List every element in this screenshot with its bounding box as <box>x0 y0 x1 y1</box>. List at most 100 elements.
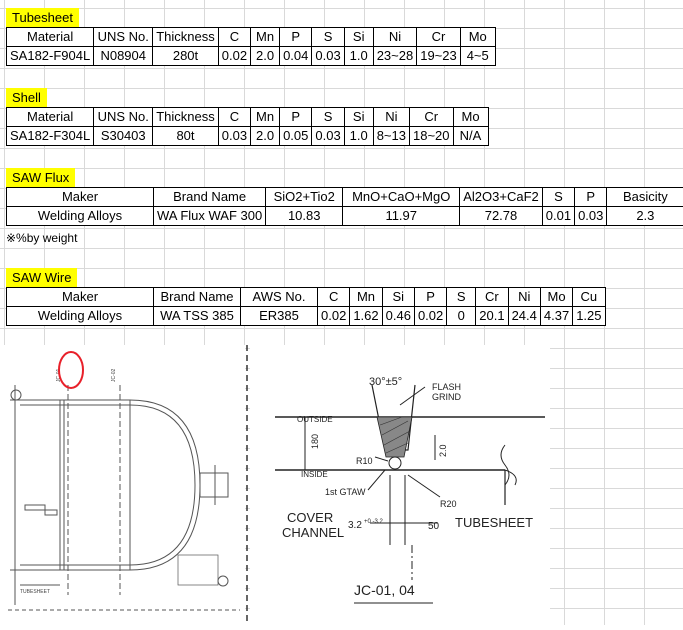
table-cell: 0.02 <box>218 47 250 66</box>
table-cell: 18~20 <box>410 127 454 146</box>
dim-50: 50 <box>428 521 440 532</box>
column-header: S <box>312 108 344 127</box>
first-pass-label: 1st GTAW <box>325 487 366 497</box>
column-header: Mo <box>540 288 572 307</box>
gap-dim: 3.2 <box>348 520 362 531</box>
table-cell: 2.0 <box>251 47 280 66</box>
column-header: Basicity <box>607 188 683 207</box>
table-cell: 0 <box>447 307 476 326</box>
column-header: S <box>312 28 344 47</box>
table-cell: 4.37 <box>540 307 572 326</box>
column-header: Thickness <box>153 108 219 127</box>
column-header: Material <box>7 108 94 127</box>
table-cell: 1.25 <box>573 307 605 326</box>
column-header: Mn <box>350 288 382 307</box>
svg-text:JC-02: JC-02 <box>111 368 117 382</box>
column-header: Ni <box>508 288 540 307</box>
table-cell: WA TSS 385 <box>154 307 241 326</box>
column-header: C <box>218 108 250 127</box>
r10-label: R10 <box>356 456 373 466</box>
column-header: P <box>414 288 446 307</box>
column-header: Ni <box>373 108 409 127</box>
table-cell: 1.0 <box>344 127 373 146</box>
column-header: UNS No. <box>94 108 153 127</box>
column-header: P <box>280 108 312 127</box>
table-cell: 280t <box>153 47 219 66</box>
column-header: UNS No. <box>94 28 153 47</box>
table-cell: 10.83 <box>266 207 343 226</box>
table-cell: 0.04 <box>280 47 312 66</box>
table-cell: 0.05 <box>280 127 312 146</box>
inside-label: INSIDE <box>301 470 328 479</box>
table-cell: 19~23 <box>417 47 461 66</box>
saw-wire-title: SAW Wire <box>6 268 77 287</box>
column-header: C <box>218 28 250 47</box>
root-face-dim: 2.0 <box>438 444 448 457</box>
column-header: MnO+CaO+MgO <box>343 188 460 207</box>
column-header: Cu <box>573 288 605 307</box>
column-header: Si <box>344 28 373 47</box>
column-header: Mo <box>453 108 488 127</box>
table-cell: 0.03 <box>312 47 344 66</box>
vessel-drawing <box>0 345 245 625</box>
cover-label: COVER <box>287 510 333 525</box>
column-header: S <box>542 188 574 207</box>
column-header: C <box>318 288 350 307</box>
column-header: Brand Name <box>154 288 241 307</box>
column-header: S <box>447 288 476 307</box>
table-cell: 0.03 <box>312 127 344 146</box>
column-header: Cr <box>476 288 508 307</box>
column-header: Si <box>344 108 373 127</box>
column-header: Thickness <box>153 28 219 47</box>
table-cell: 11.97 <box>343 207 460 226</box>
column-header: Material <box>7 28 94 47</box>
column-header: Cr <box>417 28 461 47</box>
drawings-area: JC-01 JC-02 TUBESHEET <box>0 345 683 625</box>
drawings-svg: JC-01 JC-02 TUBESHEET <box>0 345 683 625</box>
tubesheet-title: Tubesheet <box>6 8 79 27</box>
shell-title: Shell <box>6 88 47 107</box>
column-header: Mo <box>460 28 495 47</box>
table-cell: 2.3 <box>607 207 683 226</box>
weight-note: ※%by weight <box>6 231 77 245</box>
column-header: Maker <box>7 288 154 307</box>
column-header: P <box>575 188 607 207</box>
table-cell: 80t <box>153 127 219 146</box>
table-cell: SA182-F904L <box>7 47 94 66</box>
flash-grind-label-1: FLASH <box>432 382 461 392</box>
table-cell: Welding Alloys <box>7 307 154 326</box>
table-cell: Welding Alloys <box>7 207 154 226</box>
table-cell: 0.03 <box>575 207 607 226</box>
table-cell: 0.46 <box>382 307 414 326</box>
table-cell: N/A <box>453 127 488 146</box>
column-header: Brand Name <box>154 188 266 207</box>
table-cell: SA182-F304L <box>7 127 94 146</box>
column-header: Mn <box>251 28 280 47</box>
svg-text:TUBESHEET: TUBESHEET <box>20 589 50 595</box>
column-header: SiO2+Tio2 <box>266 188 343 207</box>
column-header: AWS No. <box>241 288 318 307</box>
table-cell: 0.02 <box>318 307 350 326</box>
gap-tolerance: +0 -3.2 <box>364 519 384 525</box>
table-cell: 0.01 <box>542 207 574 226</box>
thickness-label: 180 <box>310 434 320 449</box>
table-cell: 8~13 <box>373 127 409 146</box>
column-header: Al2O3+CaF2 <box>460 188 543 207</box>
table-cell: WA Flux WAF 300 <box>154 207 266 226</box>
column-header: Mn <box>251 108 280 127</box>
flash-grind-label-2: GRIND <box>432 392 462 402</box>
table-cell: S30403 <box>94 127 153 146</box>
